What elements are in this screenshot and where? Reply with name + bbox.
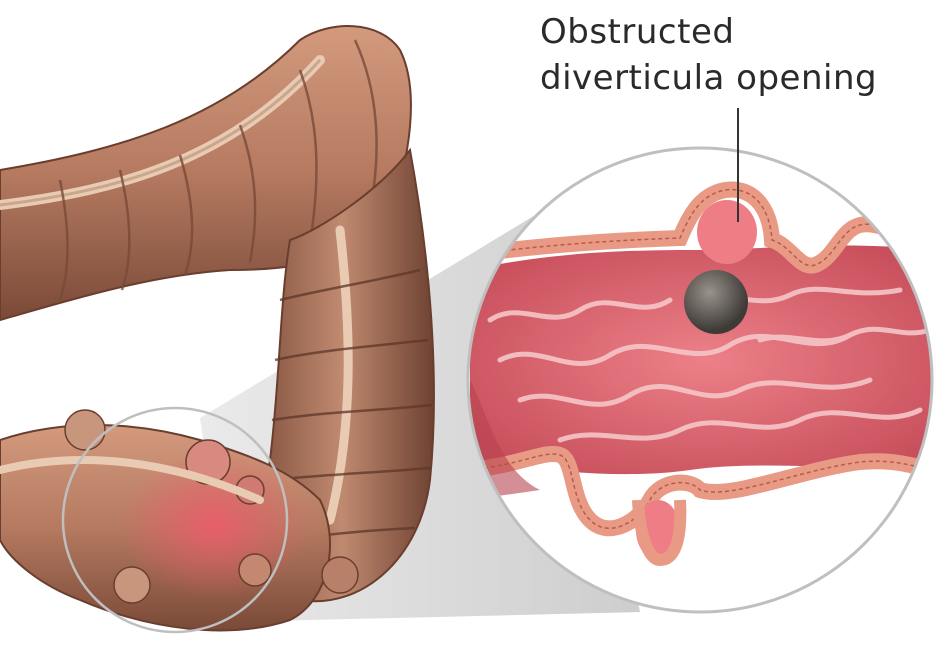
annotation-label-line-1: Obstructed bbox=[540, 12, 734, 52]
obstruction-ball bbox=[684, 270, 748, 334]
annotation-label-line-2: diverticula opening bbox=[540, 58, 877, 98]
